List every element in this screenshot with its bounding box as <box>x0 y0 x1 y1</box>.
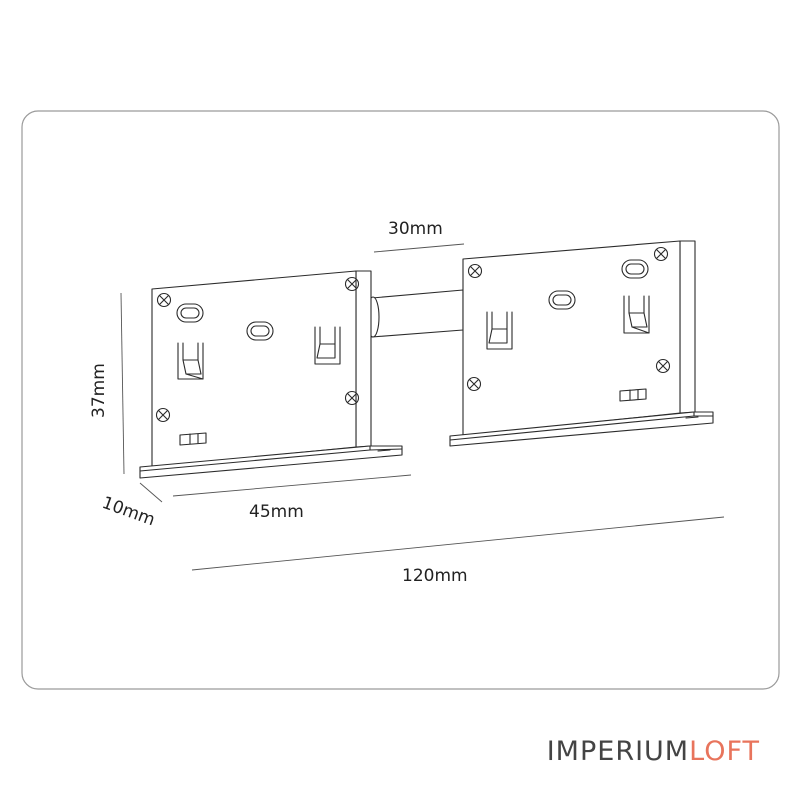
right-module <box>449 240 714 447</box>
dim-line-depth <box>139 482 163 503</box>
brand-name-part1: IMPERIUM <box>546 736 690 767</box>
dim-label-total-width: 120mm <box>402 566 468 586</box>
connector-rod <box>366 289 464 338</box>
left-module <box>139 270 403 479</box>
dim-line-module-width <box>172 474 412 497</box>
oval-slot-icon <box>548 290 576 310</box>
dim-label-connector: 30mm <box>388 219 443 239</box>
screw-head-icon <box>344 276 360 292</box>
oval-slot-icon <box>176 303 204 323</box>
brand-name-part2: LOFT <box>689 736 760 767</box>
drawing-frame <box>21 110 780 690</box>
switch-block <box>179 432 207 446</box>
oval-slot-icon <box>246 321 274 341</box>
dim-line-height <box>120 292 125 475</box>
dim-label-height: 37mm <box>89 363 109 418</box>
brand-logo: IMPERIUMLOFT <box>547 736 760 767</box>
screw-head-icon <box>655 358 671 374</box>
oval-slot-icon <box>621 259 649 279</box>
screw-head-icon <box>156 292 172 308</box>
screw-head-icon <box>344 390 360 406</box>
spring-clip-icon <box>177 342 204 380</box>
dim-line-connector <box>373 243 465 253</box>
spring-clip-icon <box>623 295 650 334</box>
spring-clip-icon <box>314 326 341 365</box>
switch-block <box>619 388 647 402</box>
screw-head-icon <box>155 407 171 423</box>
screw-head-icon <box>653 246 669 262</box>
spring-clip-icon <box>486 311 513 350</box>
screw-head-icon <box>466 376 482 392</box>
dim-label-module-width: 45mm <box>249 502 304 522</box>
screw-head-icon <box>467 263 483 279</box>
dim-line-total-width <box>191 516 725 571</box>
dim-label-depth: 10mm <box>99 493 157 531</box>
